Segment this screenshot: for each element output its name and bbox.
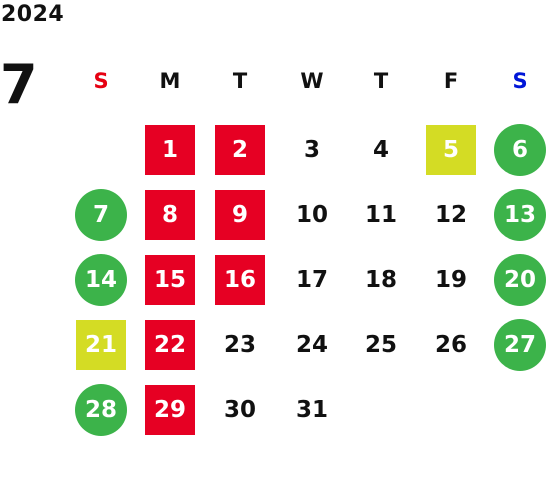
calendar-day-10: 10 [295,202,328,228]
weekday-wednesday: W [300,69,324,93]
calendar-day-13: 13 [494,189,546,241]
calendar-day-21: 21 [76,320,126,370]
calendar-day-17: 17 [295,267,328,293]
calendar-day-20: 20 [494,254,546,306]
calendar-day-9: 9 [215,190,265,240]
calendar-day-24: 24 [295,332,328,358]
calendar-day-29: 29 [145,385,195,435]
weekday-tuesday: T [232,69,248,93]
calendar-day-16: 16 [215,255,265,305]
calendar-day-18: 18 [364,267,397,293]
weekday-friday: F [443,69,459,93]
weekday-saturday: S [512,69,528,93]
calendar-day-19: 19 [434,267,467,293]
calendar-day-27: 27 [494,319,546,371]
calendar-day-25: 25 [364,332,397,358]
calendar-day-30: 30 [223,397,256,423]
weekday-sunday: S [93,69,109,93]
calendar-day-6: 6 [494,124,546,176]
weekday-header: S M T W T F S [0,64,548,98]
calendar-day-8: 8 [145,190,195,240]
calendar-day-4: 4 [372,137,389,163]
calendar-day-11: 11 [364,202,397,228]
calendar-day-31: 31 [295,397,328,423]
calendar-day-3: 3 [303,137,320,163]
calendar-day-14: 14 [75,254,127,306]
calendar-day-23: 23 [223,332,256,358]
calendar-day-22: 22 [145,320,195,370]
calendar-day-26: 26 [434,332,467,358]
calendar-day-7: 7 [75,189,127,241]
calendar-day-2: 2 [215,125,265,175]
calendar-day-1: 1 [145,125,195,175]
weekday-monday: M [159,69,181,93]
calendar-day-28: 28 [75,384,127,436]
calendar-year: 2024 [1,2,65,27]
calendar-day-15: 15 [145,255,195,305]
calendar-month: 7 [0,53,38,116]
calendar-day-5: 5 [426,125,476,175]
weekday-thursday: T [373,69,389,93]
calendar-day-12: 12 [434,202,467,228]
